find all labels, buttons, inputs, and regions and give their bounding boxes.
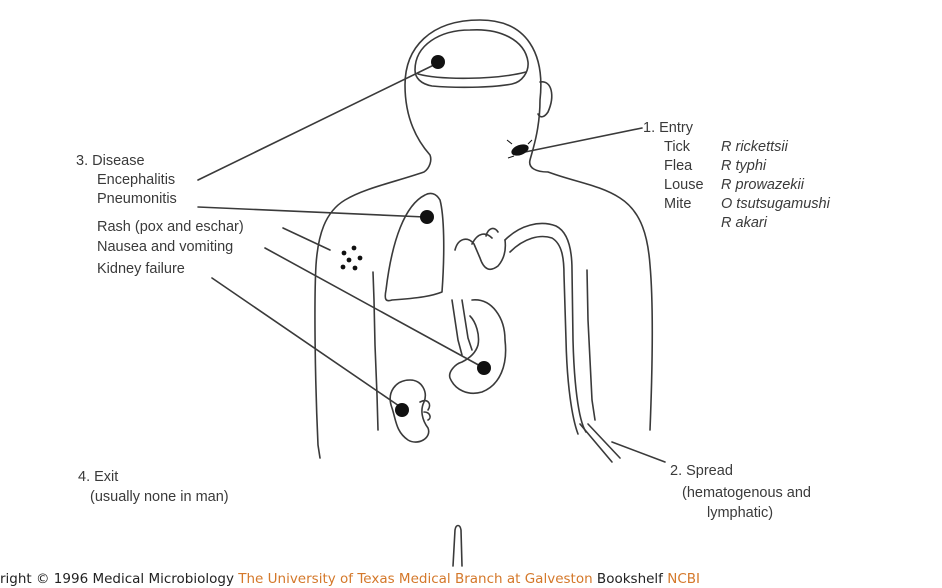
left-arm-inner [372,271,379,431]
right-forearm-tube [579,423,621,463]
right-ear [537,81,553,118]
kidney-dot [395,403,409,417]
right-arm-inner [586,269,596,421]
copyright-caption: right © 1996 Medical Microbiology The Un… [0,570,942,588]
rash-dot [352,265,358,271]
heart [454,227,507,271]
exit-note: (usually none in man) [90,489,229,505]
rash-dot [341,250,347,256]
entry-vector-tick: Tick [664,139,691,155]
aorta-tube [504,222,587,435]
brain [414,29,529,89]
caption-link-ncbi[interactable]: NCBI [667,571,701,587]
entry-organism-akari: R akari [721,215,767,231]
disease-item-kidney-failure: Kidney failure [97,261,185,277]
leader-pneumonitis [197,206,426,218]
leader-entry [524,127,643,153]
stomach [448,299,507,394]
entry-organism-tsutsugamushi: O tsutsugamushi [721,196,830,212]
disease-title: 3. Disease [76,153,145,169]
disease-item-encephalitis: Encephalitis [97,172,176,188]
exit-title: 4. Exit [78,469,119,485]
entry-organism-typhi: R typhi [721,158,767,174]
tick-legs-icon [506,139,533,159]
spread-line2: lymphatic) [707,505,774,521]
stomach-dot [477,361,491,375]
spread-line1: (hematogenous and [682,485,811,501]
entry-organism-prowazekii: R prowazekii [721,177,804,193]
body-outline [314,19,654,459]
rash-dot [346,257,352,263]
brain-line [417,71,527,80]
entry-vector-flea: Flea [664,158,693,174]
lung-dot [420,210,434,224]
lung [384,192,445,302]
esophagus [451,299,473,356]
tick-icon [511,144,529,156]
leader-spread [611,441,666,463]
leader-nausea [264,247,485,369]
spread-title: 2. Spread [670,463,733,479]
kidney-ureter [419,399,431,421]
leader-encephalitis [197,61,441,181]
rash-dot [340,264,346,270]
rash-dot [357,255,363,261]
leader-rash [282,227,331,251]
kidney [389,379,430,443]
entry-title: 1. Entry [643,120,693,136]
brain-dot [431,55,445,69]
disease-item-rash: Rash (pox and eschar) [97,219,244,235]
caption-middle: Bookshelf [592,571,668,587]
leg-left [452,524,463,567]
entry-vector-louse: Louse [664,177,704,193]
entry-organism-rickettsii: R rickettsii [721,139,788,155]
entry-vector-mite: Mite [664,196,692,212]
caption-link-utmb[interactable]: The University of Texas Medical Branch a… [238,571,593,587]
disease-item-pneumonitis: Pneumonitis [97,191,177,207]
rash-dot [351,245,357,251]
disease-item-nausea: Nausea and vomiting [97,239,234,255]
leader-kidney [211,277,403,409]
caption-prefix: right © 1996 Medical Microbiology [0,571,239,587]
